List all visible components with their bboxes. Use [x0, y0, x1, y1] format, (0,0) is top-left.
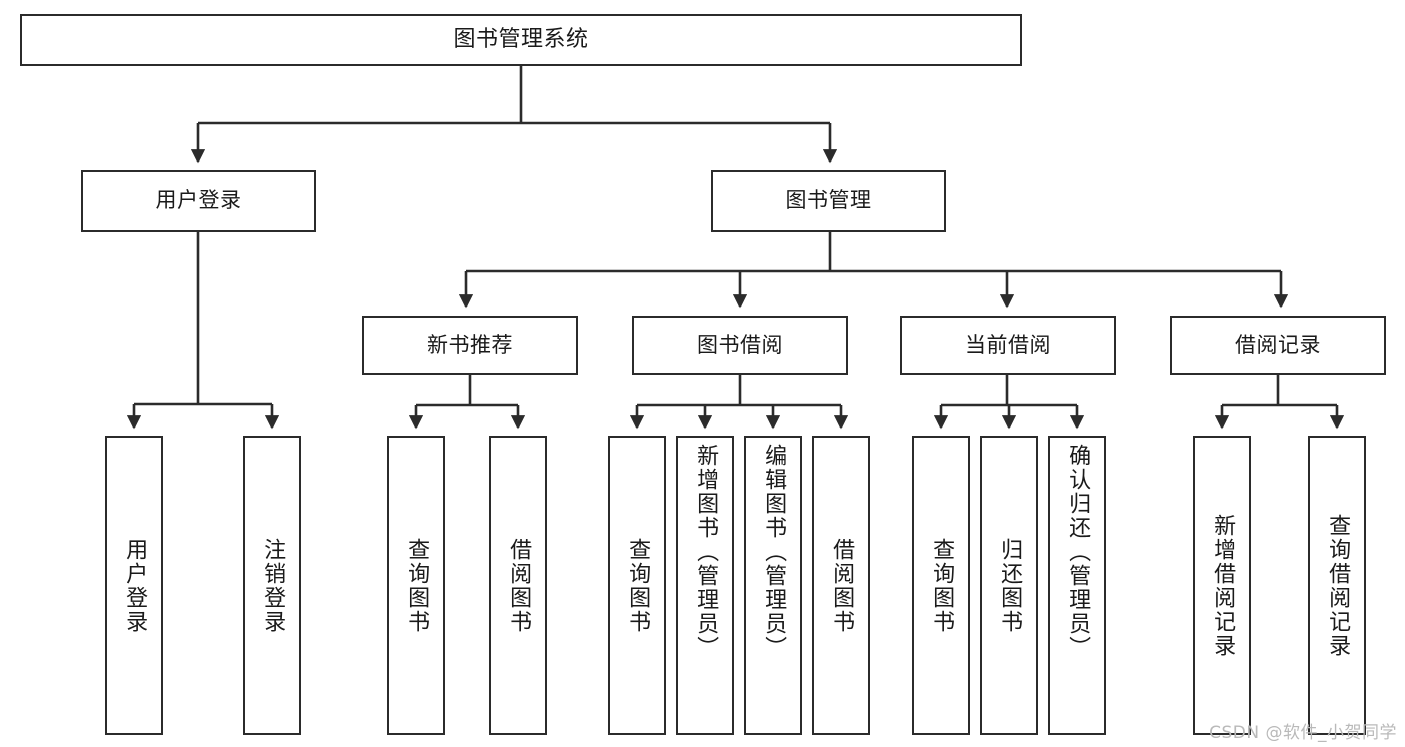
leaf-borrow-edit-book-admin[interactable]: 编辑图书（管理员）	[744, 436, 802, 735]
csdn-watermark: CSDN @软件_小贺同学	[1209, 723, 1397, 743]
leaf-user-logout[interactable]: 注销登录	[243, 436, 301, 735]
node-label: 查询图书	[929, 537, 955, 634]
leaf-current-query-book[interactable]: 查询图书	[912, 436, 970, 735]
node-root-system[interactable]: 图书管理系统	[20, 14, 1022, 66]
node-label: 归还图书	[997, 537, 1023, 634]
node-current-borrow[interactable]: 当前借阅	[900, 316, 1116, 375]
node-label: 用户登录	[122, 537, 148, 634]
leaf-recommend-borrow-book[interactable]: 借阅图书	[489, 436, 547, 735]
node-label: 借阅记录	[1235, 332, 1321, 357]
leaf-user-login[interactable]: 用户登录	[105, 436, 163, 735]
node-label: 借阅图书	[829, 537, 855, 634]
leaf-borrow-borrow-book[interactable]: 借阅图书	[812, 436, 870, 735]
node-borrow-record[interactable]: 借阅记录	[1170, 316, 1386, 375]
node-label: 用户登录	[155, 188, 242, 213]
leaf-recommend-query-book[interactable]: 查询图书	[387, 436, 445, 735]
node-label: 新增图书（管理员）	[693, 444, 719, 660]
node-label: 注销登录	[260, 537, 286, 634]
node-label: 确认归还（管理员）	[1065, 444, 1091, 660]
leaf-current-return-book[interactable]: 归还图书	[980, 436, 1038, 735]
node-label: 新增借阅记录	[1210, 513, 1236, 658]
node-label: 借阅图书	[506, 537, 532, 634]
leaf-borrow-add-book-admin[interactable]: 新增图书（管理员）	[676, 436, 734, 735]
node-label: 编辑图书（管理员）	[761, 444, 787, 660]
node-label: 当前借阅	[965, 332, 1051, 357]
leaf-record-query-record[interactable]: 查询借阅记录	[1308, 436, 1366, 735]
leaf-current-confirm-return-admin[interactable]: 确认归还（管理员）	[1048, 436, 1106, 735]
node-label: 图书管理	[785, 188, 872, 213]
node-book-management[interactable]: 图书管理	[711, 170, 946, 232]
node-book-borrow[interactable]: 图书借阅	[632, 316, 848, 375]
node-label: 查询借阅记录	[1325, 513, 1351, 658]
leaf-borrow-query-book[interactable]: 查询图书	[608, 436, 666, 735]
leaf-record-add-record[interactable]: 新增借阅记录	[1193, 436, 1251, 735]
node-new-book-recommend[interactable]: 新书推荐	[362, 316, 578, 375]
node-label: 图书借阅	[697, 332, 783, 357]
node-label: 查询图书	[625, 537, 651, 634]
node-label: 查询图书	[404, 537, 430, 634]
node-label: 新书推荐	[427, 332, 513, 357]
node-label: 图书管理系统	[453, 26, 589, 52]
node-user-login[interactable]: 用户登录	[81, 170, 316, 232]
